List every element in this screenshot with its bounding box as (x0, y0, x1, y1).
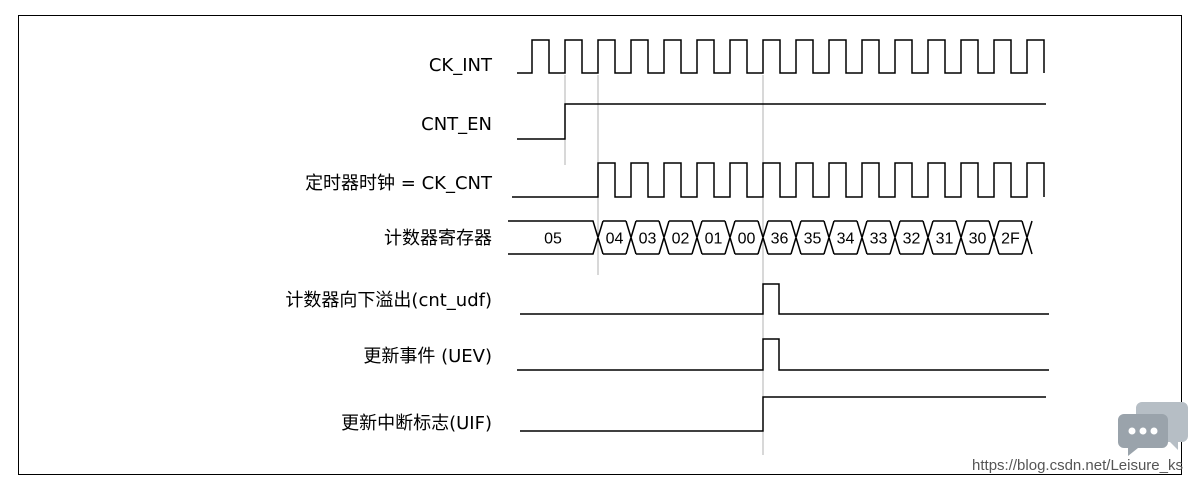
counter-value-9: 33 (870, 231, 888, 248)
wave-cnt-udf (520, 283, 1049, 315)
counter-value-2: 03 (639, 231, 657, 248)
counter-value-4: 01 (705, 231, 723, 248)
counter-value-7: 35 (804, 231, 822, 248)
counter-value-0: 05 (544, 231, 562, 248)
label-uif: 更新中断标志(UIF) (341, 413, 492, 434)
wave-cnt-en (517, 103, 1046, 140)
counter-value-11: 31 (936, 231, 954, 248)
counter-value-6: 36 (771, 231, 789, 248)
counter-value-1: 04 (606, 231, 624, 248)
wave-ck-int (517, 39, 1045, 74)
label-uev: 更新事件 (UEV) (363, 346, 492, 367)
diagram-frame (18, 15, 1182, 475)
counter-value-3: 02 (672, 231, 690, 248)
label-cnt-udf: 计数器向下溢出(cnt_udf) (285, 290, 492, 311)
watermark-text: https://blog.csdn.net/Leisure_ks (972, 457, 1183, 474)
wave-cnt-clk (512, 162, 1045, 198)
counter-value-12: 30 (969, 231, 987, 248)
label-counter-register: 计数器寄存器 (384, 228, 492, 249)
counter-value-5: 00 (738, 231, 756, 248)
bus-outline (508, 220, 1033, 255)
wave-uev (517, 338, 1049, 371)
label-ck-int: CK_INT (428, 55, 492, 76)
wave-uif (520, 396, 1046, 432)
counter-value-13: 2F (1001, 231, 1020, 248)
counter-register-bus: 05 04 03 02 01 00 36 35 34 33 32 31 30 2F (508, 220, 1033, 255)
counter-value-10: 32 (903, 231, 921, 248)
chat-bubble-icon (1118, 402, 1188, 456)
label-cnt-clk: 定时器时钟 = CK_CNT (305, 173, 492, 194)
counter-value-8: 34 (837, 231, 855, 248)
label-cnt-en: CNT_EN (421, 114, 492, 135)
